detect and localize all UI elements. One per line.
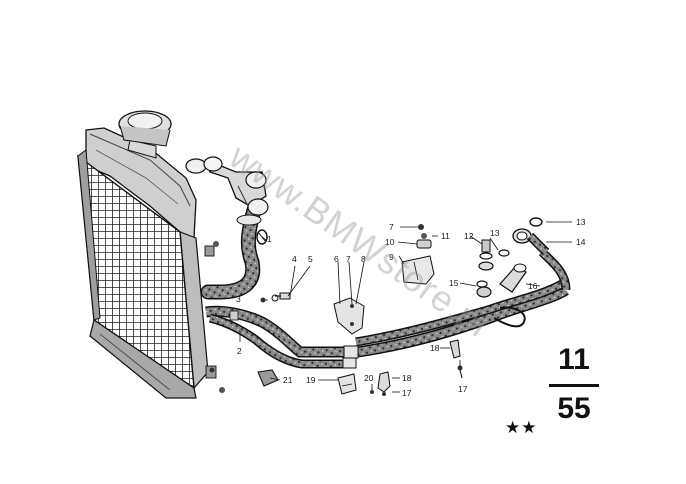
callout-13-center: 13	[490, 228, 500, 238]
callout-2: 2	[237, 346, 242, 356]
callout-labels: 1 2 3 4 5 6 7 7 8 9 10 11 12 13 13 14 15…	[236, 217, 586, 398]
callout-18-right: 18	[402, 373, 412, 383]
callout-21: 21	[283, 375, 293, 385]
callout-3: 3	[236, 294, 241, 304]
callout-17-right: 17	[402, 388, 412, 398]
callout-8: 8	[361, 254, 366, 264]
callout-17-bottom: 17	[458, 384, 468, 394]
rubber-mount-21	[257, 369, 279, 387]
callout-10: 10	[385, 237, 395, 247]
callout-15: 15	[449, 278, 459, 288]
callout-19: 19	[306, 375, 316, 385]
mounting-bracket-6	[333, 297, 365, 335]
callout-14: 14	[576, 237, 586, 247]
callout-20: 20	[364, 373, 374, 383]
hose-clamp-13-14	[512, 217, 550, 256]
rating-stars: ★★	[505, 418, 538, 438]
callout-9: 9	[389, 252, 394, 262]
callout-18-left: 18	[430, 343, 440, 353]
lower-hoses	[205, 248, 571, 369]
callout-11: 11	[441, 231, 450, 241]
fitting-16	[499, 263, 527, 293]
bracket-9	[401, 255, 435, 285]
callout-6: 6	[334, 254, 339, 264]
group-code-divider	[549, 384, 599, 387]
radiator	[77, 110, 225, 399]
clip-20-18	[370, 371, 391, 396]
callout-7-lower: 7	[346, 254, 351, 264]
callout-4: 4	[292, 254, 297, 264]
group-code-top: 11	[558, 343, 590, 376]
group-code-bottom: 55	[557, 392, 591, 425]
callout-5: 5	[308, 254, 313, 264]
callout-16: 16	[528, 281, 538, 291]
callout-7-upper: 7	[389, 222, 394, 232]
clip-19	[337, 373, 357, 395]
callout-1: 1	[267, 234, 272, 244]
bolt-4-5	[275, 292, 291, 300]
fittings-12-13-15	[476, 239, 510, 298]
leader-lines	[239, 221, 572, 393]
radiator-cap	[118, 110, 172, 159]
callout-13-right: 13	[576, 217, 586, 227]
thermostat-housing	[185, 156, 269, 216]
callout-12: 12	[464, 231, 474, 241]
clip-18	[449, 339, 461, 359]
upper-hose	[200, 202, 262, 300]
valve-parts-7-10-11	[416, 224, 432, 249]
